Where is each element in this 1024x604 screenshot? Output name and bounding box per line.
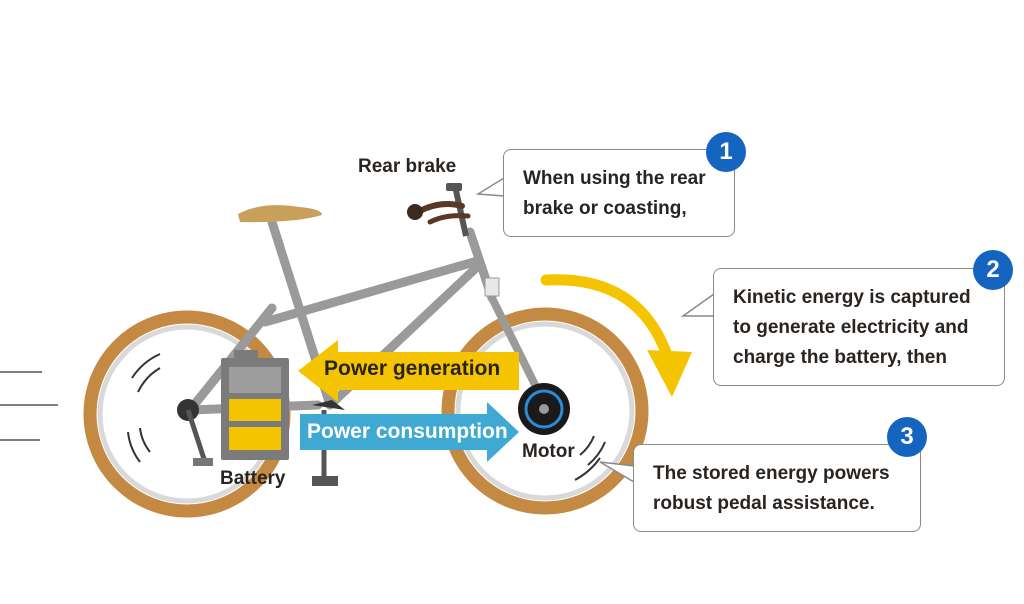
callout-1-line-1: When using the rear bbox=[523, 168, 706, 189]
rear-brake-label: Rear brake bbox=[358, 156, 457, 177]
power-consumption-arrow bbox=[300, 402, 519, 462]
callout-2-badge: 2 bbox=[973, 250, 1013, 290]
saddle bbox=[238, 205, 322, 223]
callout-3-line-1: The stored energy powers bbox=[653, 463, 890, 484]
handlebar bbox=[407, 183, 471, 237]
speed-lines bbox=[0, 371, 58, 441]
callout-pointers bbox=[475, 177, 715, 483]
callout-2-line-3: charge the battery, then bbox=[733, 347, 947, 368]
callout-1-line-2: brake or coasting, bbox=[523, 198, 687, 219]
callout-2-line-2: to generate electricity and bbox=[733, 317, 969, 338]
power-generation-label: Power generation bbox=[324, 357, 501, 380]
power-consumption-label: Power consumption bbox=[307, 420, 508, 443]
front-wheel bbox=[441, 307, 649, 515]
callout-2: Kinetic energy is captured to generate e… bbox=[713, 268, 1005, 386]
power-generation-arrow bbox=[298, 340, 519, 402]
battery-label: Battery bbox=[220, 468, 286, 489]
battery-icon bbox=[221, 350, 289, 460]
callout-1: When using the rear brake or coasting, bbox=[503, 149, 735, 237]
callout-3-line-2: robust pedal assistance. bbox=[653, 493, 875, 514]
callout-1-badge: 1 bbox=[706, 132, 746, 172]
callout-3-badge: 3 bbox=[887, 417, 927, 457]
motor-label: Motor bbox=[522, 441, 575, 462]
motor-icon bbox=[518, 383, 570, 435]
rotation-arrow bbox=[540, 274, 692, 397]
callout-2-line-1: Kinetic energy is captured bbox=[733, 287, 971, 308]
callout-3: The stored energy powers robust pedal as… bbox=[633, 444, 921, 532]
